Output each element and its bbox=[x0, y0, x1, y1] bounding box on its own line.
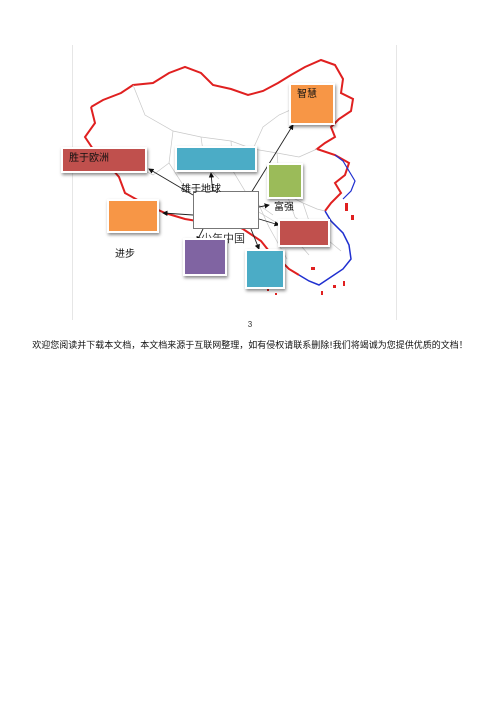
node-europe-label: 胜于欧洲 bbox=[69, 153, 109, 164]
node-progress bbox=[107, 199, 159, 233]
node-purple bbox=[183, 238, 227, 276]
node-teal bbox=[245, 249, 285, 289]
page-number: 3 bbox=[247, 320, 253, 329]
arrow-to-europe bbox=[148, 168, 194, 196]
connector-arrows bbox=[148, 124, 294, 250]
node-rich bbox=[267, 163, 303, 199]
china-map-outline bbox=[83, 58, 356, 295]
node-red bbox=[278, 219, 330, 247]
arrow-to-wisdom bbox=[250, 124, 294, 194]
node-rich-label: 富强 bbox=[274, 202, 294, 213]
arrow-to-red bbox=[258, 218, 280, 227]
map-coastline-east bbox=[334, 154, 356, 200]
arrow-to-progress bbox=[162, 210, 194, 216]
arrow-to-rich bbox=[258, 203, 270, 209]
arrow-to-teal bbox=[250, 228, 260, 250]
center-box bbox=[193, 191, 259, 229]
node-earth-label: 雄于地球 bbox=[181, 184, 221, 195]
node-earth bbox=[175, 146, 257, 172]
footer-note: 欢迎您阅读并下载本文档，本文档来源于互联网整理，如有侵权请联系删除!我们将竭诚为… bbox=[32, 341, 468, 351]
node-wisdom bbox=[289, 83, 335, 125]
node-europe bbox=[61, 147, 147, 173]
map-islands bbox=[267, 203, 354, 295]
node-progress-label: 进步 bbox=[115, 249, 135, 260]
node-wisdom-label: 智慧 bbox=[297, 89, 317, 100]
map-border bbox=[90, 58, 355, 212]
map-coastline bbox=[298, 210, 352, 286]
mind-map-figure: 少年中国 智慧 胜于欧洲 雄于地球 富强 进步 bbox=[61, 45, 397, 320]
